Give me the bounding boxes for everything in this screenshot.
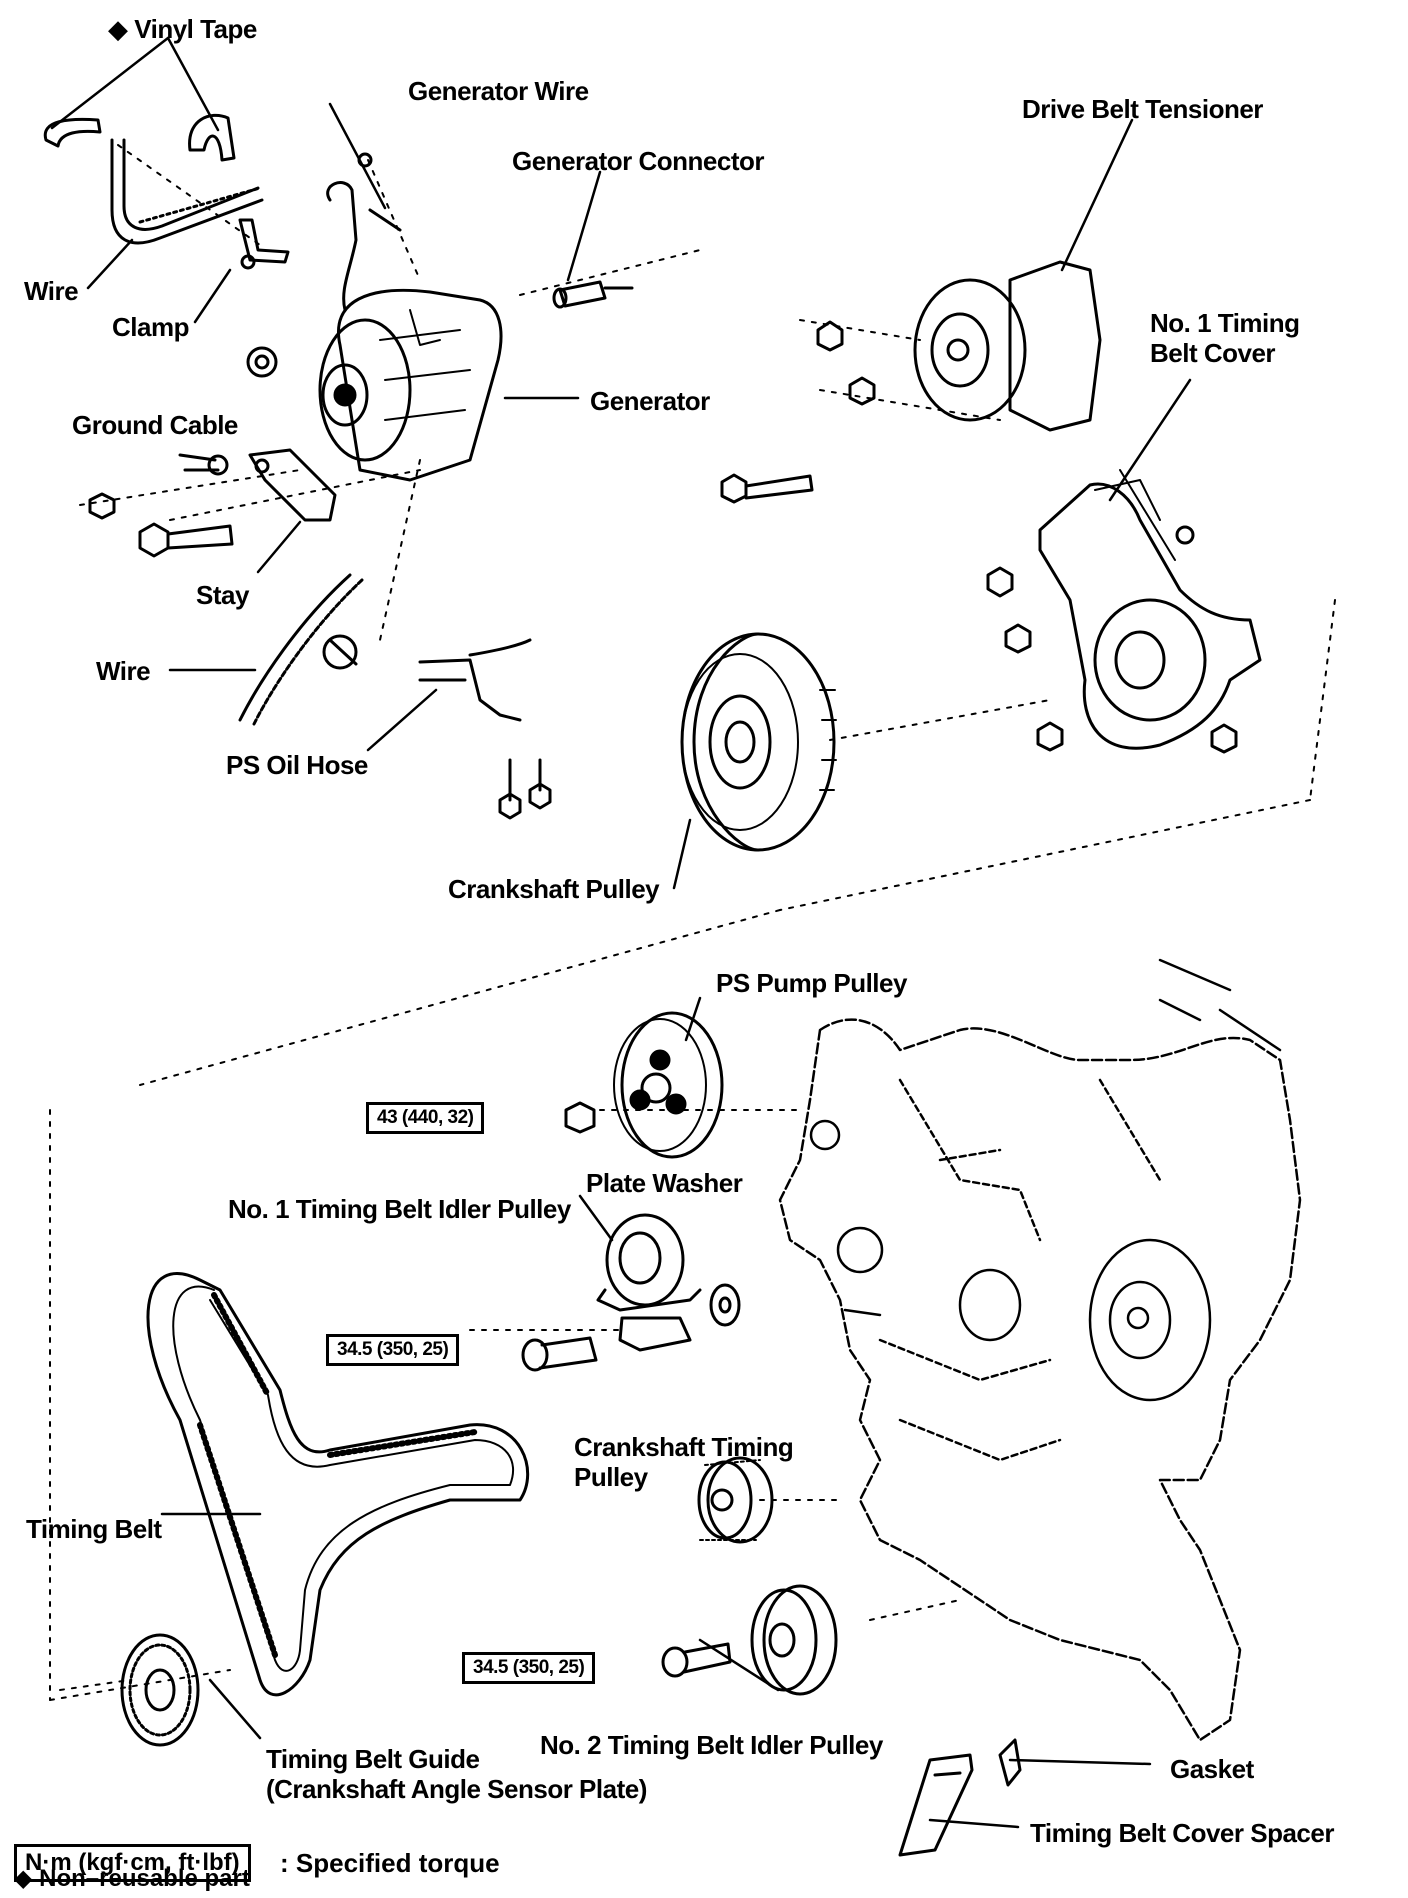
bolt-icon <box>521 1336 598 1372</box>
clamp-icon <box>238 218 290 270</box>
engine-block-icon <box>778 958 1302 1742</box>
torque-box-ps-pump-nut: 43 (440, 32) <box>366 1102 485 1134</box>
wire-lower-icon <box>238 573 364 726</box>
torque-box-no1-idler-bolt: 34.5 (350, 25) <box>326 1334 460 1366</box>
legend-non-reusable: ◆ Non–reusable part <box>14 1865 250 1892</box>
plate-washer-icon <box>709 1283 741 1327</box>
label-wire-mid: Wire <box>96 656 151 686</box>
vinyl-tape-icon <box>43 113 236 162</box>
timing-belt-guide-icon <box>120 1633 200 1747</box>
gasket-icon <box>998 1738 1022 1787</box>
bolt-icon <box>498 758 552 820</box>
timing-belt-icon <box>146 1272 530 1697</box>
label-generator-wire: Generator Wire <box>408 76 589 106</box>
label-ps-pump-pulley: PS Pump Pulley <box>716 968 907 998</box>
no1-timing-belt-cover-icon <box>986 469 1262 754</box>
label-ps-oil-hose: PS Oil Hose <box>226 750 368 780</box>
label-no1-timing-belt-idler-pulley: No. 1 Timing Belt Idler Pulley <box>228 1194 571 1224</box>
torque-box-no2-idler-bolt: 34.5 (350, 25) <box>462 1652 596 1684</box>
label-vinyl-tape: ◆ Vinyl Tape <box>108 14 257 44</box>
generator-connector-icon <box>552 280 634 309</box>
ground-cable-icon <box>88 453 229 520</box>
legend-torque-desc: : Specified torque <box>280 1848 500 1878</box>
label-generator: Generator <box>590 386 710 416</box>
label-no2-timing-belt-idler-pulley: No. 2 Timing Belt Idler Pulley <box>540 1730 883 1760</box>
timing-belt-cover-spacer-icon <box>898 1753 974 1857</box>
wire-icon <box>110 138 264 245</box>
label-timing-belt: Timing Belt <box>26 1514 162 1544</box>
label-ground-cable: Ground Cable <box>72 410 238 440</box>
label-timing-belt-cover-spacer: Timing Belt Cover Spacer <box>1030 1818 1334 1848</box>
label-crankshaft-pulley: Crankshaft Pulley <box>448 874 660 904</box>
label-timing-belt-guide-line2: (Crankshaft Angle Sensor Plate) <box>266 1774 647 1804</box>
label-timing-belt-guide-line1: Timing Belt Guide <box>266 1744 480 1774</box>
label-crankshaft-timing-pulley-line2: Pulley <box>574 1462 648 1492</box>
label-generator-connector: Generator Connector <box>512 146 765 176</box>
label-wire-top: Wire <box>24 276 79 306</box>
crankshaft-timing-pulley-icon <box>697 1456 774 1544</box>
ps-oil-hose-icon <box>322 634 532 722</box>
dotted-construction-lines <box>49 144 1336 1701</box>
label-plate-washer: Plate Washer <box>586 1168 743 1198</box>
label-no1-timing-belt-cover-line1: No. 1 Timing <box>1150 308 1300 338</box>
no2-timing-belt-idler-pulley-icon <box>661 1584 838 1696</box>
legend-torque-box: N·m (kgf·cm, ft·lbf) <box>14 1844 251 1882</box>
label-crankshaft-timing-pulley-line1: Crankshaft Timing <box>574 1432 794 1462</box>
stay-icon <box>248 448 337 522</box>
ps-pump-pulley-icon <box>564 1011 724 1159</box>
label-gasket: Gasket <box>1170 1754 1254 1784</box>
generator-wire-icon <box>326 152 402 312</box>
label-no1-timing-belt-cover-line2: Belt Cover <box>1150 338 1276 368</box>
crankshaft-pulley-icon <box>680 632 837 852</box>
label-drive-belt-tensioner: Drive Belt Tensioner <box>1022 94 1263 124</box>
label-clamp: Clamp <box>112 312 189 342</box>
no1-timing-belt-idler-pulley-icon <box>596 1213 702 1352</box>
drive-belt-tensioner-icon <box>720 260 1102 504</box>
bolt-icon <box>138 522 234 558</box>
generator-icon <box>246 288 503 482</box>
label-stay: Stay <box>196 580 249 610</box>
